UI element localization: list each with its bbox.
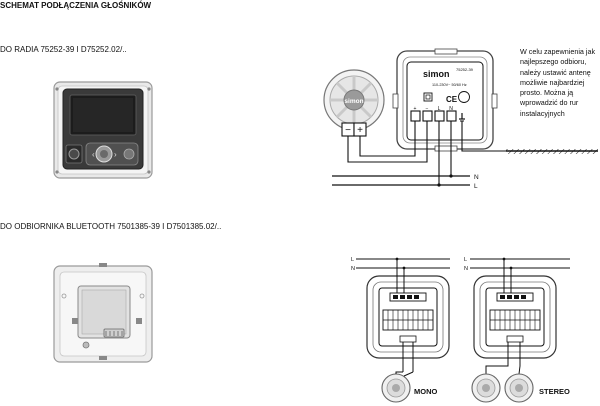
line-label-n: N xyxy=(474,174,479,181)
radio-module xyxy=(392,48,498,152)
speaker-plus-terminal: + xyxy=(357,125,363,136)
radio-section-heading: DO RADIA 75252-39 I D75252.02/.. xyxy=(0,45,127,54)
antenna-note: W celu zapewnienia jak najlepszego odbio… xyxy=(520,47,596,118)
mono-speaker-icon xyxy=(381,371,414,403)
radio-navigation-pad[interactable]: ‹ › xyxy=(85,142,139,166)
line-label-l: L xyxy=(474,183,478,190)
bt-line-n-left: N xyxy=(351,266,355,272)
speaker-plus-wire xyxy=(359,121,416,157)
bluetooth-device-photo xyxy=(53,263,153,363)
svg-text:‹: ‹ xyxy=(92,150,95,159)
bluetooth-module-mono xyxy=(366,257,450,372)
mono-label: MONO xyxy=(414,387,437,396)
radio-wiring-diagram: simon − + simon 75252-39 110 xyxy=(323,48,598,190)
terminal-mark-l: L xyxy=(438,106,441,112)
speaker-brand: simon xyxy=(344,98,363,105)
bluetooth-wiring-diagram: L N L N xyxy=(351,257,570,403)
page-title: SCHEMAT PODŁĄCZENIA GŁOŚNIKÓW xyxy=(0,1,152,10)
module-model: 75252-39 xyxy=(456,67,474,72)
antenna-wire xyxy=(461,121,506,152)
svg-text:›: › xyxy=(114,150,117,159)
stereo-speaker-right-icon xyxy=(504,373,534,403)
radio-power-button[interactable] xyxy=(65,144,83,164)
stereo-label: STEREO xyxy=(539,387,570,396)
terminal-mark-plus: + xyxy=(414,106,417,112)
bluetooth-module-stereo xyxy=(473,257,557,375)
bt-line-n-right: N xyxy=(464,266,468,272)
radio-device-photo: ‹ › xyxy=(53,81,153,179)
speaker-minus-terminal: − xyxy=(345,125,351,136)
bluetooth-section-heading: DO ODBIORNIKA BLUETOOTH 7501385-39 I D75… xyxy=(0,222,222,231)
ce-mark: CE xyxy=(446,95,458,104)
module-spec: 110-230V~ 50/60 Hz xyxy=(432,83,467,87)
speaker-minus-wire xyxy=(347,121,428,163)
bt-line-l-right: L xyxy=(464,257,467,263)
stereo-speaker-left-icon xyxy=(471,373,501,403)
bt-line-l-left: L xyxy=(351,257,354,263)
terminal-mark-minus: − xyxy=(426,106,429,112)
module-brand: simon xyxy=(423,69,450,79)
terminal-mark-n: N xyxy=(449,106,453,112)
